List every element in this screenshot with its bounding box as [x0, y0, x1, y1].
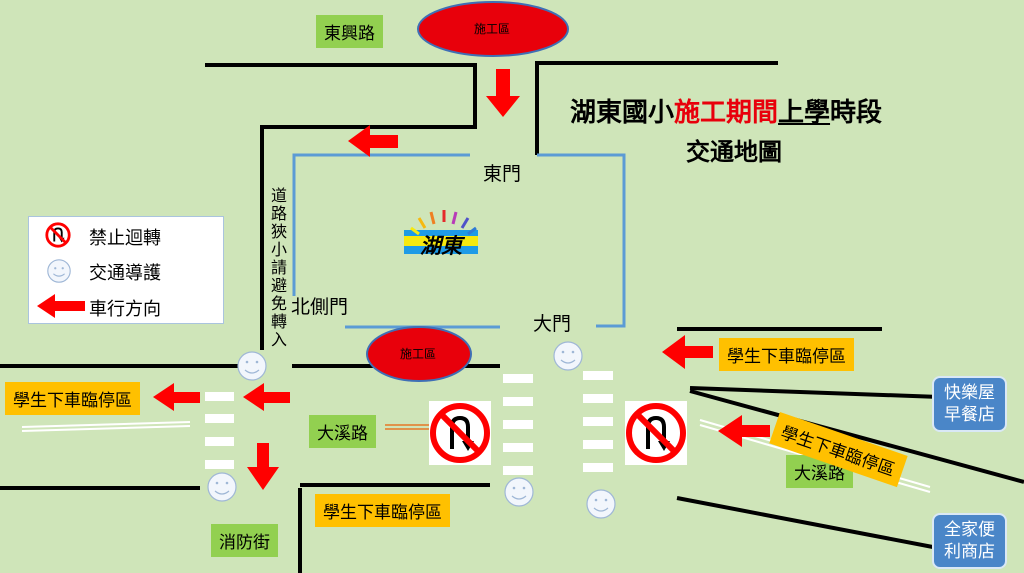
legend-no-uturn-label: 禁止迴轉 [89, 228, 161, 249]
smiley-icon [237, 351, 267, 381]
road-dongxing-east [535, 61, 778, 155]
crosswalk-stripe [503, 466, 533, 475]
street-label-xiaofang: 消防街 [211, 524, 278, 557]
street-label-daxi-left: 大溪路 [309, 415, 376, 448]
legend: 禁止迴轉 交通導護 車行方向 [28, 216, 224, 324]
crosswalks [205, 371, 613, 475]
crosswalk-stripe [503, 374, 533, 383]
red-arrow-icon [37, 294, 85, 318]
gate-east: 東門 [483, 163, 522, 185]
school-logo [404, 210, 478, 254]
arrow-down-icon [486, 69, 520, 117]
dropoff-zone-right-upper: 學生下車臨停區 [719, 338, 854, 371]
dropoff-zone-bottom: 學生下車臨停區 [315, 494, 450, 527]
arrow-left-icon [243, 383, 290, 411]
arrow-left-icon [662, 335, 713, 369]
crosswalk-stripe [583, 440, 613, 449]
shop-familymart-line2: 利商店 [944, 542, 995, 562]
construction-zone-middle [366, 326, 472, 382]
crosswalk-stripe [583, 394, 613, 403]
road-right-top-diag [689, 386, 941, 399]
map-subtitle: 交通地圖 [686, 137, 782, 166]
crosswalk-stripe [583, 417, 613, 426]
direction-arrows [153, 69, 770, 490]
gate-main: 大門 [533, 313, 572, 335]
arrow-left-icon [348, 125, 398, 157]
shop-breakfast-line1: 快樂屋 [944, 383, 995, 403]
legend-row-guard: 交通導護 [29, 255, 223, 285]
smiley-icon [586, 489, 616, 519]
title-construction-period: 施工期間 [674, 98, 779, 128]
shop-familymart: 全家便 利商店 [932, 513, 1007, 569]
gate-north-side: 北側門 [291, 296, 349, 318]
road-right-mid-diag [689, 389, 1024, 484]
crosswalk-stripe [503, 397, 533, 406]
shop-familymart-line1: 全家便 [944, 520, 995, 540]
legend-row-direction: 車行方向 [29, 291, 223, 321]
smiley-icon [47, 259, 71, 283]
crosswalk-stripe [205, 414, 234, 423]
legend-row-no-uturn: 禁止迴轉 [29, 220, 223, 250]
street-label-dongxing: 東興路 [316, 15, 383, 48]
roads [0, 61, 1024, 573]
narrow-road-note: 道路狹小請避免轉入 [270, 186, 287, 349]
title-school: 湖東國小 [570, 98, 675, 128]
road-right-low-diag [676, 496, 939, 550]
construction-zone-top [417, 1, 569, 57]
construction-label-top: 施工區 [474, 22, 511, 36]
crosswalk-stripe [503, 420, 533, 429]
shop-breakfast: 快樂屋 早餐店 [932, 376, 1007, 432]
road-dongxing-north [205, 63, 477, 350]
smiley-icon [504, 477, 534, 507]
crosswalk-stripe [205, 437, 234, 446]
title-time: 時段 [830, 98, 883, 128]
title-school-commute: 上學 [778, 98, 831, 128]
crosswalk-stripe [583, 463, 613, 472]
no-uturn-signs [429, 401, 687, 465]
crosswalk-stripe [205, 460, 234, 469]
legend-guard-label: 交通導護 [89, 263, 161, 284]
crosswalk-stripe [583, 371, 613, 380]
crosswalk-stripe [503, 443, 533, 452]
dropoff-zone-left: 學生下車臨停區 [5, 382, 140, 415]
shop-breakfast-line2: 早餐店 [944, 405, 995, 425]
school-logo-text: 湖東 [420, 233, 462, 258]
crosswalk-stripe [205, 392, 234, 401]
smiley-icon [553, 341, 583, 371]
arrow-down-icon [247, 443, 279, 490]
legend-direction-label: 車行方向 [89, 299, 161, 320]
smiley-icon [207, 472, 237, 502]
arrow-left-icon [153, 383, 200, 411]
map-title: 湖東國小施工期間上學時段 [570, 92, 882, 129]
arrow-left-icon [718, 415, 770, 447]
construction-label-middle: 施工區 [400, 347, 437, 361]
no-u-turn-icon [45, 222, 71, 248]
no-u-turn-icon [625, 401, 687, 465]
no-u-turn-icon [429, 401, 491, 465]
